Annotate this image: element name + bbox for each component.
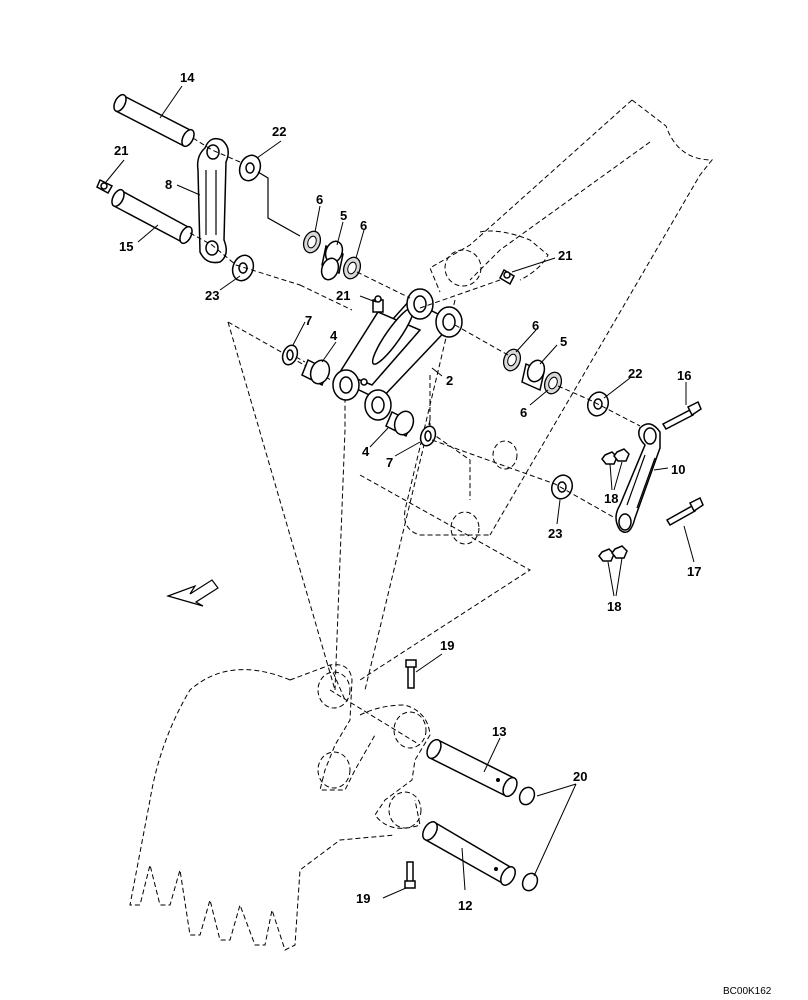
nuts-18-upper: [601, 448, 630, 465]
callout-12: 12: [458, 898, 472, 913]
callout-16: 16: [677, 368, 691, 383]
callout-19-upper: 19: [440, 638, 454, 653]
pin-14: [113, 93, 195, 148]
bolt-19-lower: [404, 861, 416, 889]
callout-6-upper-a: 6: [316, 192, 323, 207]
leader-lines: [105, 85, 695, 899]
arm-phantom-outline: [364, 99, 714, 691]
bolt-19-upper: [405, 659, 417, 689]
callout-5-right: 5: [560, 334, 567, 349]
callout-5-upper: 5: [340, 208, 347, 223]
callout-7-lower: 7: [386, 455, 393, 470]
seal-6-upper-b: [342, 256, 362, 280]
callout-23-right: 23: [548, 526, 562, 541]
callout-10: 10: [671, 462, 685, 477]
grease-fitting-21-upper: [499, 268, 515, 286]
assembly-lines: [189, 137, 641, 519]
bushing-4-lower: [385, 410, 415, 438]
callout-20: 20: [573, 769, 587, 784]
callouts: 14 21 8 15 22 23 6 5 6 21 21 7 4 2 4 7 6…: [114, 70, 701, 913]
callout-22-left: 22: [272, 124, 286, 139]
callout-4-upper: 4: [330, 328, 338, 343]
retainer-ring-20-lower: [521, 872, 539, 892]
grease-fitting-21-left: [96, 178, 114, 195]
front-direction-arrow: [166, 579, 219, 607]
pin-13: [426, 738, 518, 798]
drawing-reference-code: BC00K162: [723, 986, 772, 997]
callout-18-lower: 18: [607, 599, 621, 614]
retainer-ring-20-upper: [518, 786, 536, 806]
callout-6-right-a: 6: [532, 318, 539, 333]
seal-6-right-b: [543, 371, 563, 395]
callout-4-lower: 4: [362, 444, 370, 459]
link-plate-10: [615, 423, 661, 533]
callout-21-center: 21: [336, 288, 350, 303]
callout-22-right: 22: [628, 366, 642, 381]
callout-6-upper-b: 6: [360, 218, 367, 233]
callout-13: 13: [492, 724, 506, 739]
shim-22-left: [238, 154, 262, 182]
callout-21-left: 21: [114, 143, 128, 158]
callout-7-upper: 7: [305, 313, 312, 328]
callout-14: 14: [180, 70, 195, 85]
bolt-17: [665, 496, 704, 527]
callout-8: 8: [165, 177, 172, 192]
grease-fitting-21-center: [372, 295, 384, 313]
shim-23-right: [550, 474, 574, 500]
bushing-5-upper: [320, 240, 344, 281]
bucket-phantom-outline: [129, 664, 431, 951]
callout-17: 17: [687, 564, 701, 579]
callout-15: 15: [119, 239, 133, 254]
callout-2: 2: [446, 373, 453, 388]
seal-7-upper: [281, 344, 299, 366]
link-plate-8: [196, 137, 229, 264]
link-2: [332, 288, 463, 421]
callout-23-left: 23: [205, 288, 219, 303]
seal-6-right-a: [502, 348, 522, 372]
seal-7-lower: [419, 425, 437, 447]
nuts-18-lower: [598, 545, 628, 562]
bolt-16: [661, 400, 702, 430]
callout-19-lower: 19: [356, 891, 370, 906]
bushing-5-right: [521, 359, 546, 392]
shim-23-left: [231, 254, 255, 282]
callout-21-upper: 21: [558, 248, 572, 263]
seal-6-upper-a: [302, 230, 322, 254]
callout-6-right-b: 6: [520, 405, 527, 420]
callout-18-upper: 18: [604, 491, 618, 506]
pin-12: [422, 820, 516, 886]
bushing-4-upper: [301, 358, 331, 387]
pin-15: [111, 188, 193, 245]
